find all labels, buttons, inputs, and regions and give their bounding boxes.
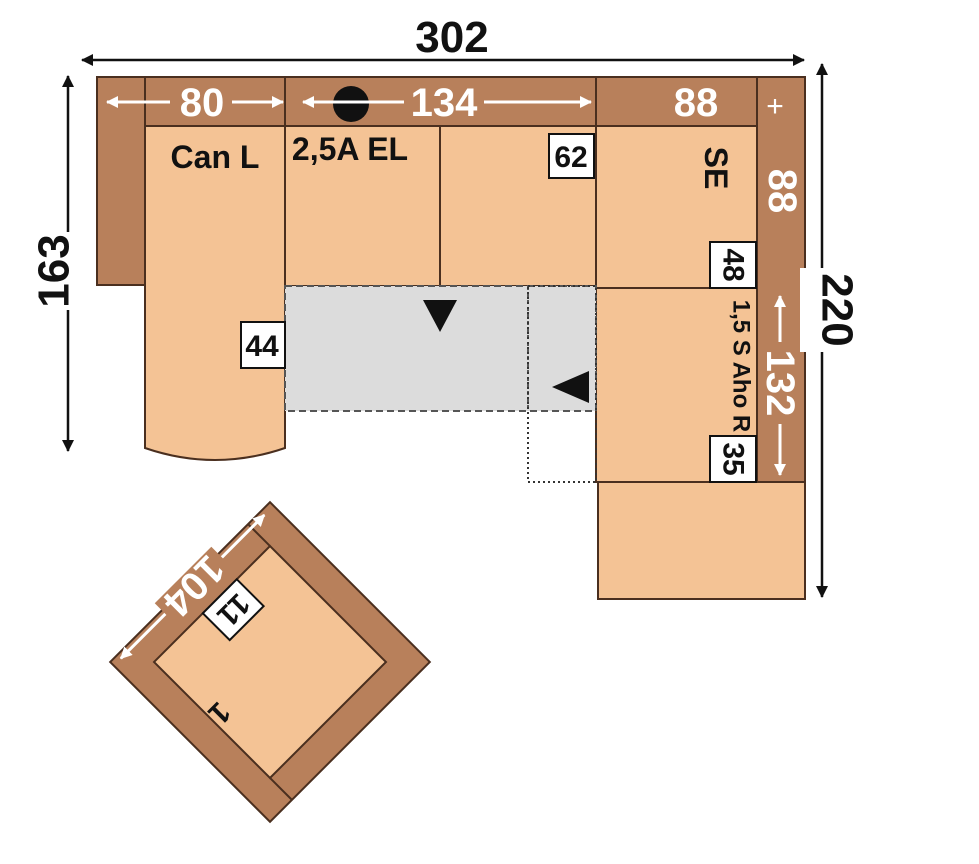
badge-box <box>709 241 757 289</box>
power-button-icon <box>333 86 369 122</box>
left-arm <box>96 76 146 286</box>
ottoman-divider <box>269 777 293 801</box>
segment-middle-mask <box>404 84 484 120</box>
triangle-left-icon <box>552 371 589 403</box>
badge-box <box>709 435 757 483</box>
right-depth-label: 220 <box>813 273 862 346</box>
right-section-badge: 35 <box>717 442 750 475</box>
segment-left-label: 80 <box>180 81 225 125</box>
badge-box <box>201 577 266 642</box>
right-section-label: 132 <box>758 350 802 417</box>
left-chaise-cushion <box>144 125 286 461</box>
badge-box <box>240 321 286 369</box>
pullout-outline <box>527 285 597 483</box>
middle-sofa-label: 2,5A EL <box>292 131 408 167</box>
segment-corner-label: 88 <box>674 81 719 125</box>
badge-box <box>548 133 595 179</box>
ottoman-label-mask <box>154 546 233 625</box>
seat-height-badge: 44 <box>245 330 279 363</box>
left-depth-label: 163 <box>30 234 79 307</box>
segment-left-mask <box>170 84 232 120</box>
right-depth-mask <box>800 268 844 352</box>
ottoman: 104 11 1 <box>108 500 432 824</box>
left-depth-mask <box>46 232 90 310</box>
left-chaise-label: Can L <box>171 139 260 175</box>
middle-seat-cushion <box>284 125 441 287</box>
right-end-cushion <box>597 481 806 600</box>
segment-middle-label: 134 <box>411 81 478 125</box>
triangle-down-icon <box>423 300 457 332</box>
corner-seat <box>595 125 758 289</box>
plus-mark: + <box>766 90 784 123</box>
middle-seat-cushion <box>439 125 597 287</box>
corner-side-label: 88 <box>760 169 804 214</box>
total-width-label: 302 <box>415 13 488 62</box>
corner-label: SE <box>698 147 734 190</box>
right-sofa-label: 1,5 S Aho R <box>728 300 755 432</box>
corner-depth-badge: 48 <box>717 248 750 281</box>
seat-middle-badge: 62 <box>554 141 587 174</box>
right-section-mask <box>764 342 796 424</box>
